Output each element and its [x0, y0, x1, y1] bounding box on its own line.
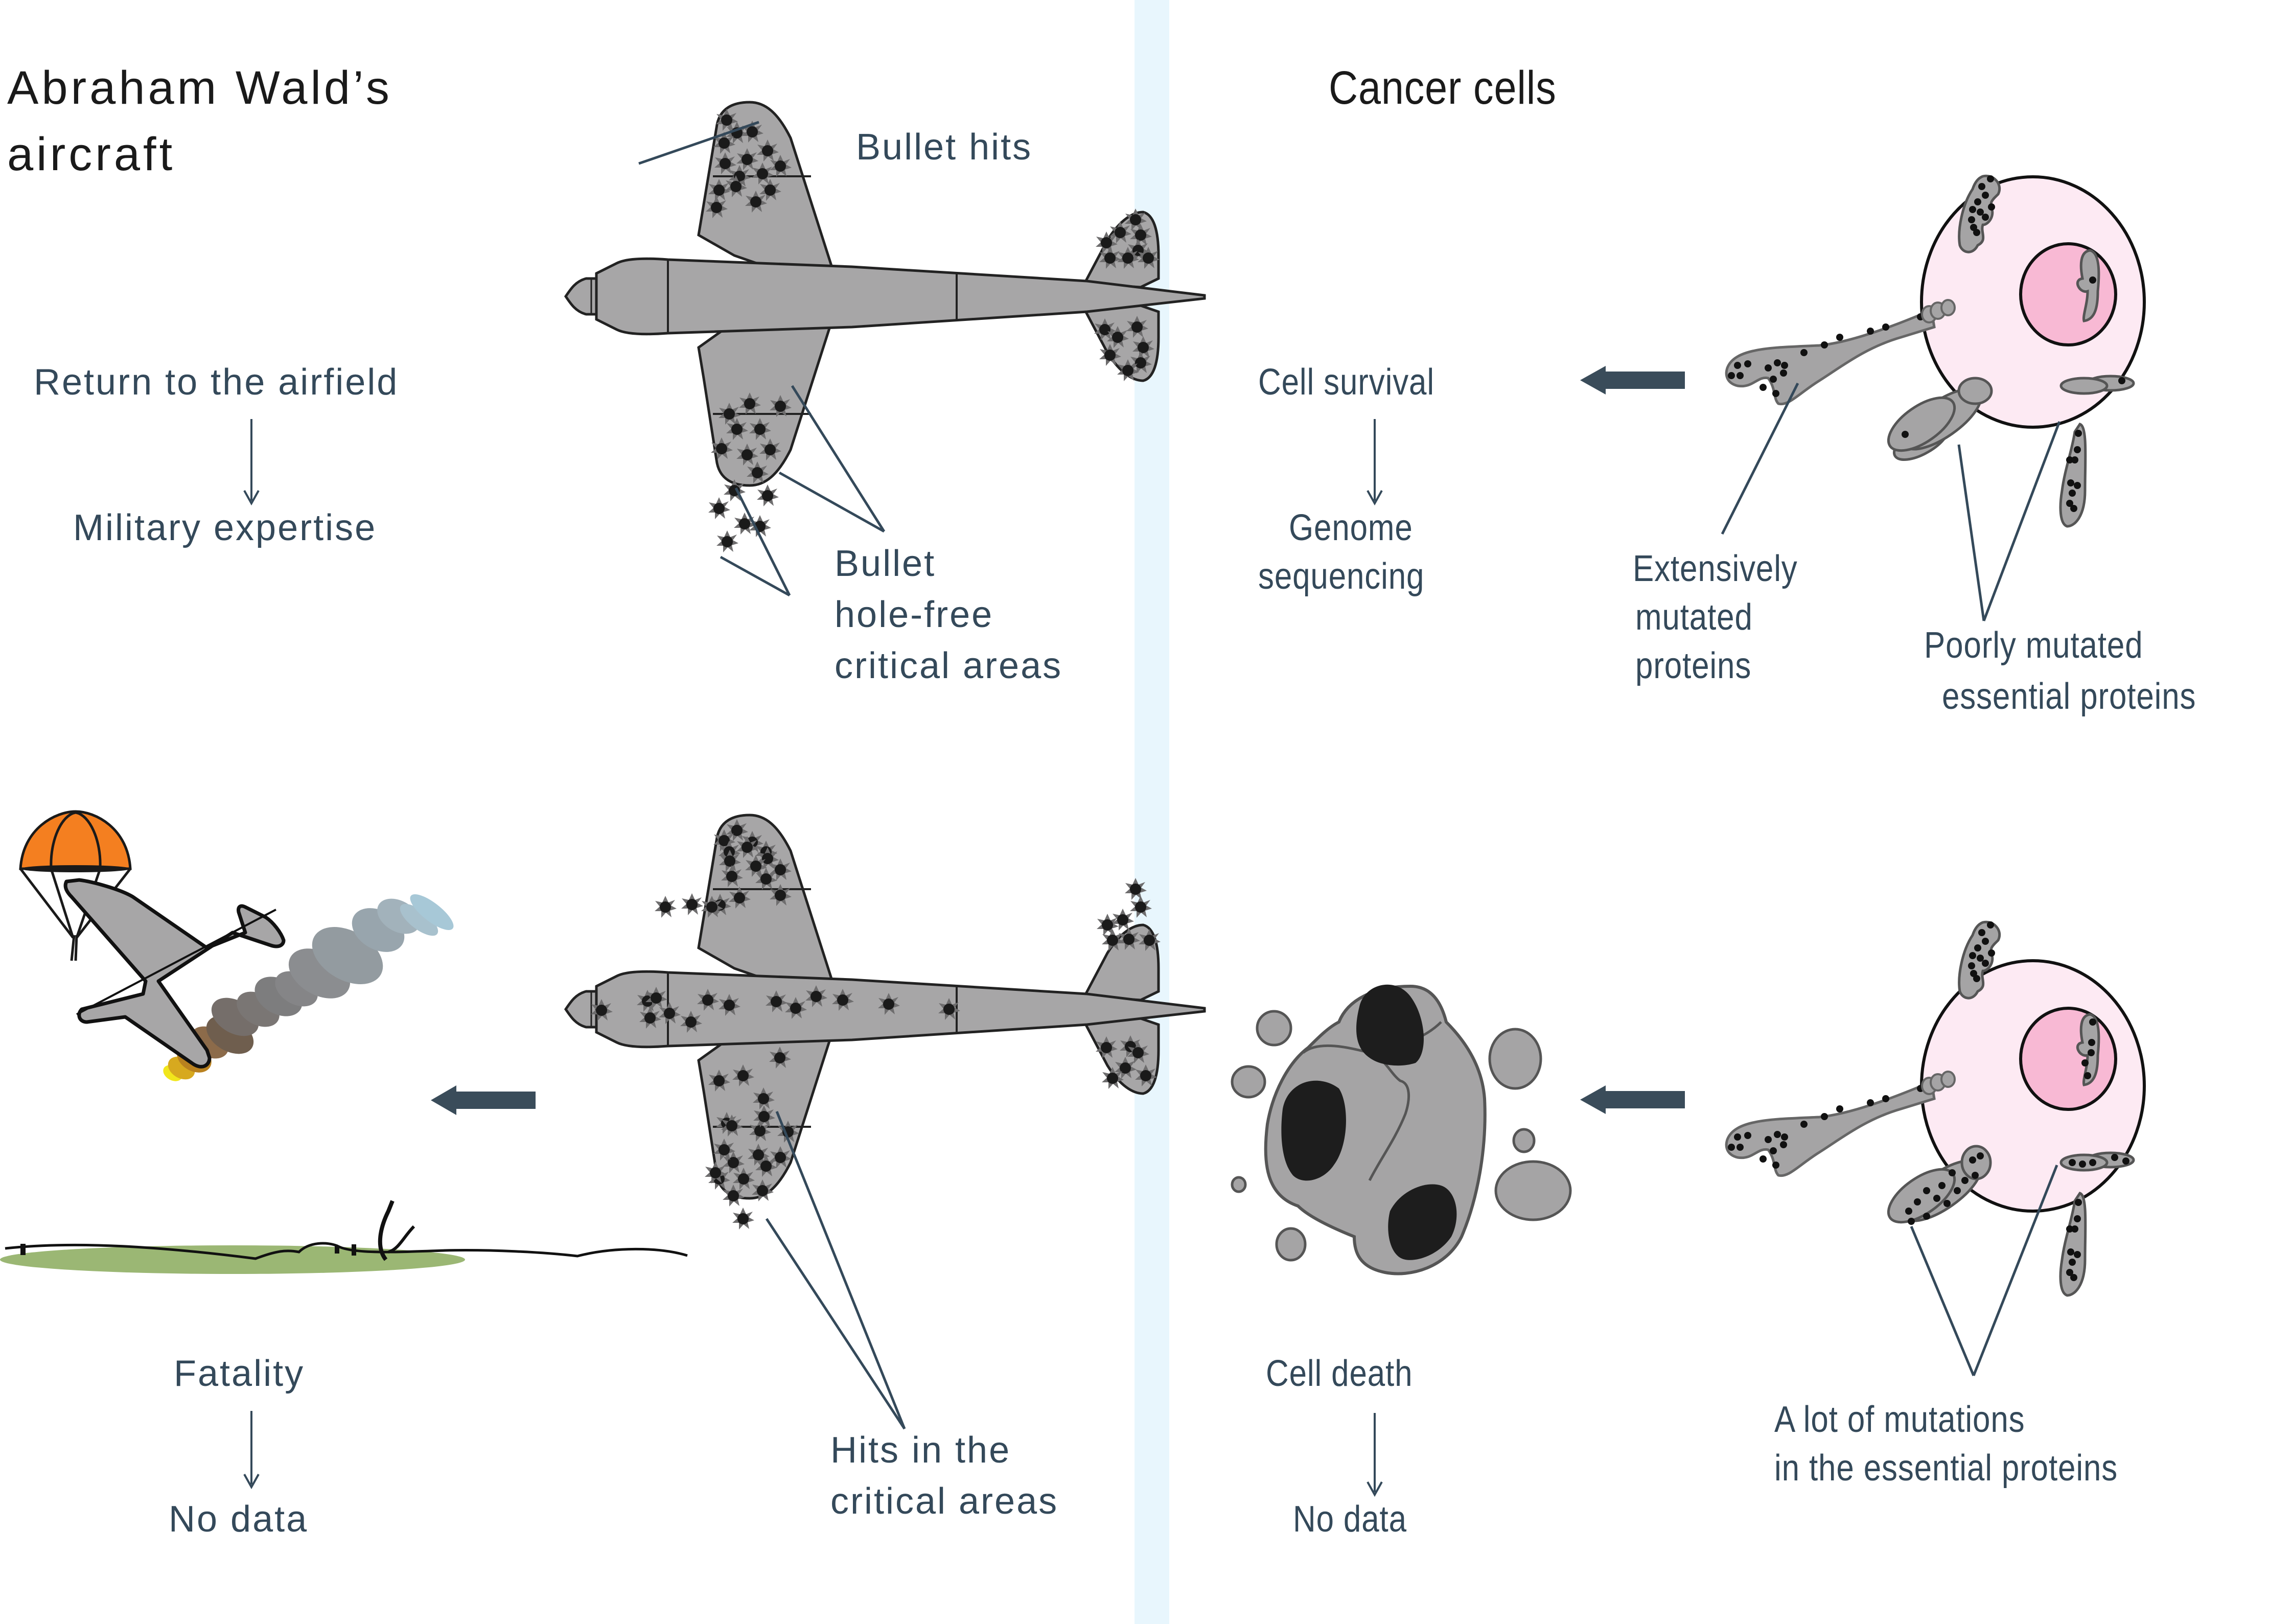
callout-extensive-line3: proteins: [1635, 645, 1752, 686]
callout-line-free-2: [734, 487, 791, 596]
callout-line-free-1: [720, 555, 791, 597]
callout-line-poor-2: [1982, 421, 2061, 621]
callout-poor-line2: essential proteins: [1942, 676, 2196, 717]
arrow-down-top-left-icon: [243, 419, 260, 506]
left-panel-title-line2: aircraft: [7, 128, 176, 180]
result-no-data-right: No data: [1293, 1499, 1407, 1540]
arrow-left-aircraft-icon: [431, 1085, 536, 1115]
dying-cell-icon: [1231, 984, 1572, 1275]
callout-mutations-line2: in the essential proteins: [1774, 1448, 2118, 1489]
result-genome-line2: sequencing: [1258, 556, 1425, 597]
left-panel-title-line1: Abraham Wald’s: [7, 62, 392, 114]
outcome-fatality: Fatality: [174, 1353, 305, 1394]
arrow-down-top-right-icon: [1367, 419, 1383, 506]
cancer-cell-bottom-icon: [1725, 920, 2146, 1297]
ground-icon: [0, 1200, 688, 1274]
arrow-left-cell-top-icon: [1580, 366, 1685, 395]
callout-free-line3: critical areas: [835, 645, 1063, 686]
outcome-cell-survival: Cell survival: [1258, 362, 1434, 403]
outcome-cell-death: Cell death: [1266, 1353, 1413, 1394]
callout-extensive-line1: Extensively: [1633, 548, 1798, 589]
crashing-aircraft-icon: [63, 878, 286, 1069]
callout-poor-line1: Poorly mutated: [1924, 625, 2143, 666]
callout-line-extensive: [1721, 382, 1799, 535]
aircraft-bottom-icon: [566, 815, 1205, 1229]
outcome-return: Return to the airfield: [34, 362, 399, 403]
smoke-trail-icon: [163, 894, 454, 1081]
callout-line-free-3: [791, 385, 886, 532]
callout-critical-line2: critical areas: [830, 1481, 1059, 1522]
arrow-left-cell-bottom-icon: [1580, 1085, 1685, 1114]
callout-bullet-hits: Bullet hits: [856, 127, 1033, 168]
right-panel-title: Cancer cells: [1329, 62, 1557, 114]
arrow-down-bottom-right-icon: [1367, 1413, 1383, 1497]
cancer-cell-top-icon: [1725, 174, 2146, 528]
result-military-expertise: Military expertise: [73, 507, 377, 548]
callout-line-critical-2: [765, 1218, 906, 1430]
callout-extensive-line2: mutated: [1635, 597, 1753, 638]
callout-line-mutations-2: [1972, 1165, 2058, 1376]
callout-free-line1: Bullet: [835, 543, 936, 584]
result-genome-line1: Genome: [1289, 507, 1413, 548]
callout-line-hits: [638, 121, 759, 165]
arrow-down-bottom-left-icon: [243, 1411, 260, 1490]
callout-free-line2: hole-free: [835, 594, 994, 635]
result-no-data-left: No data: [169, 1499, 309, 1540]
callout-line-mutations-1: [1910, 1226, 1975, 1376]
callout-line-poor-1: [1957, 444, 1985, 621]
callout-line-free-4: [778, 471, 885, 533]
callout-mutations-line1: A lot of mutations: [1774, 1399, 2025, 1440]
callout-line-critical-1: [775, 1111, 906, 1429]
callout-critical-line1: Hits in the: [830, 1430, 1011, 1471]
